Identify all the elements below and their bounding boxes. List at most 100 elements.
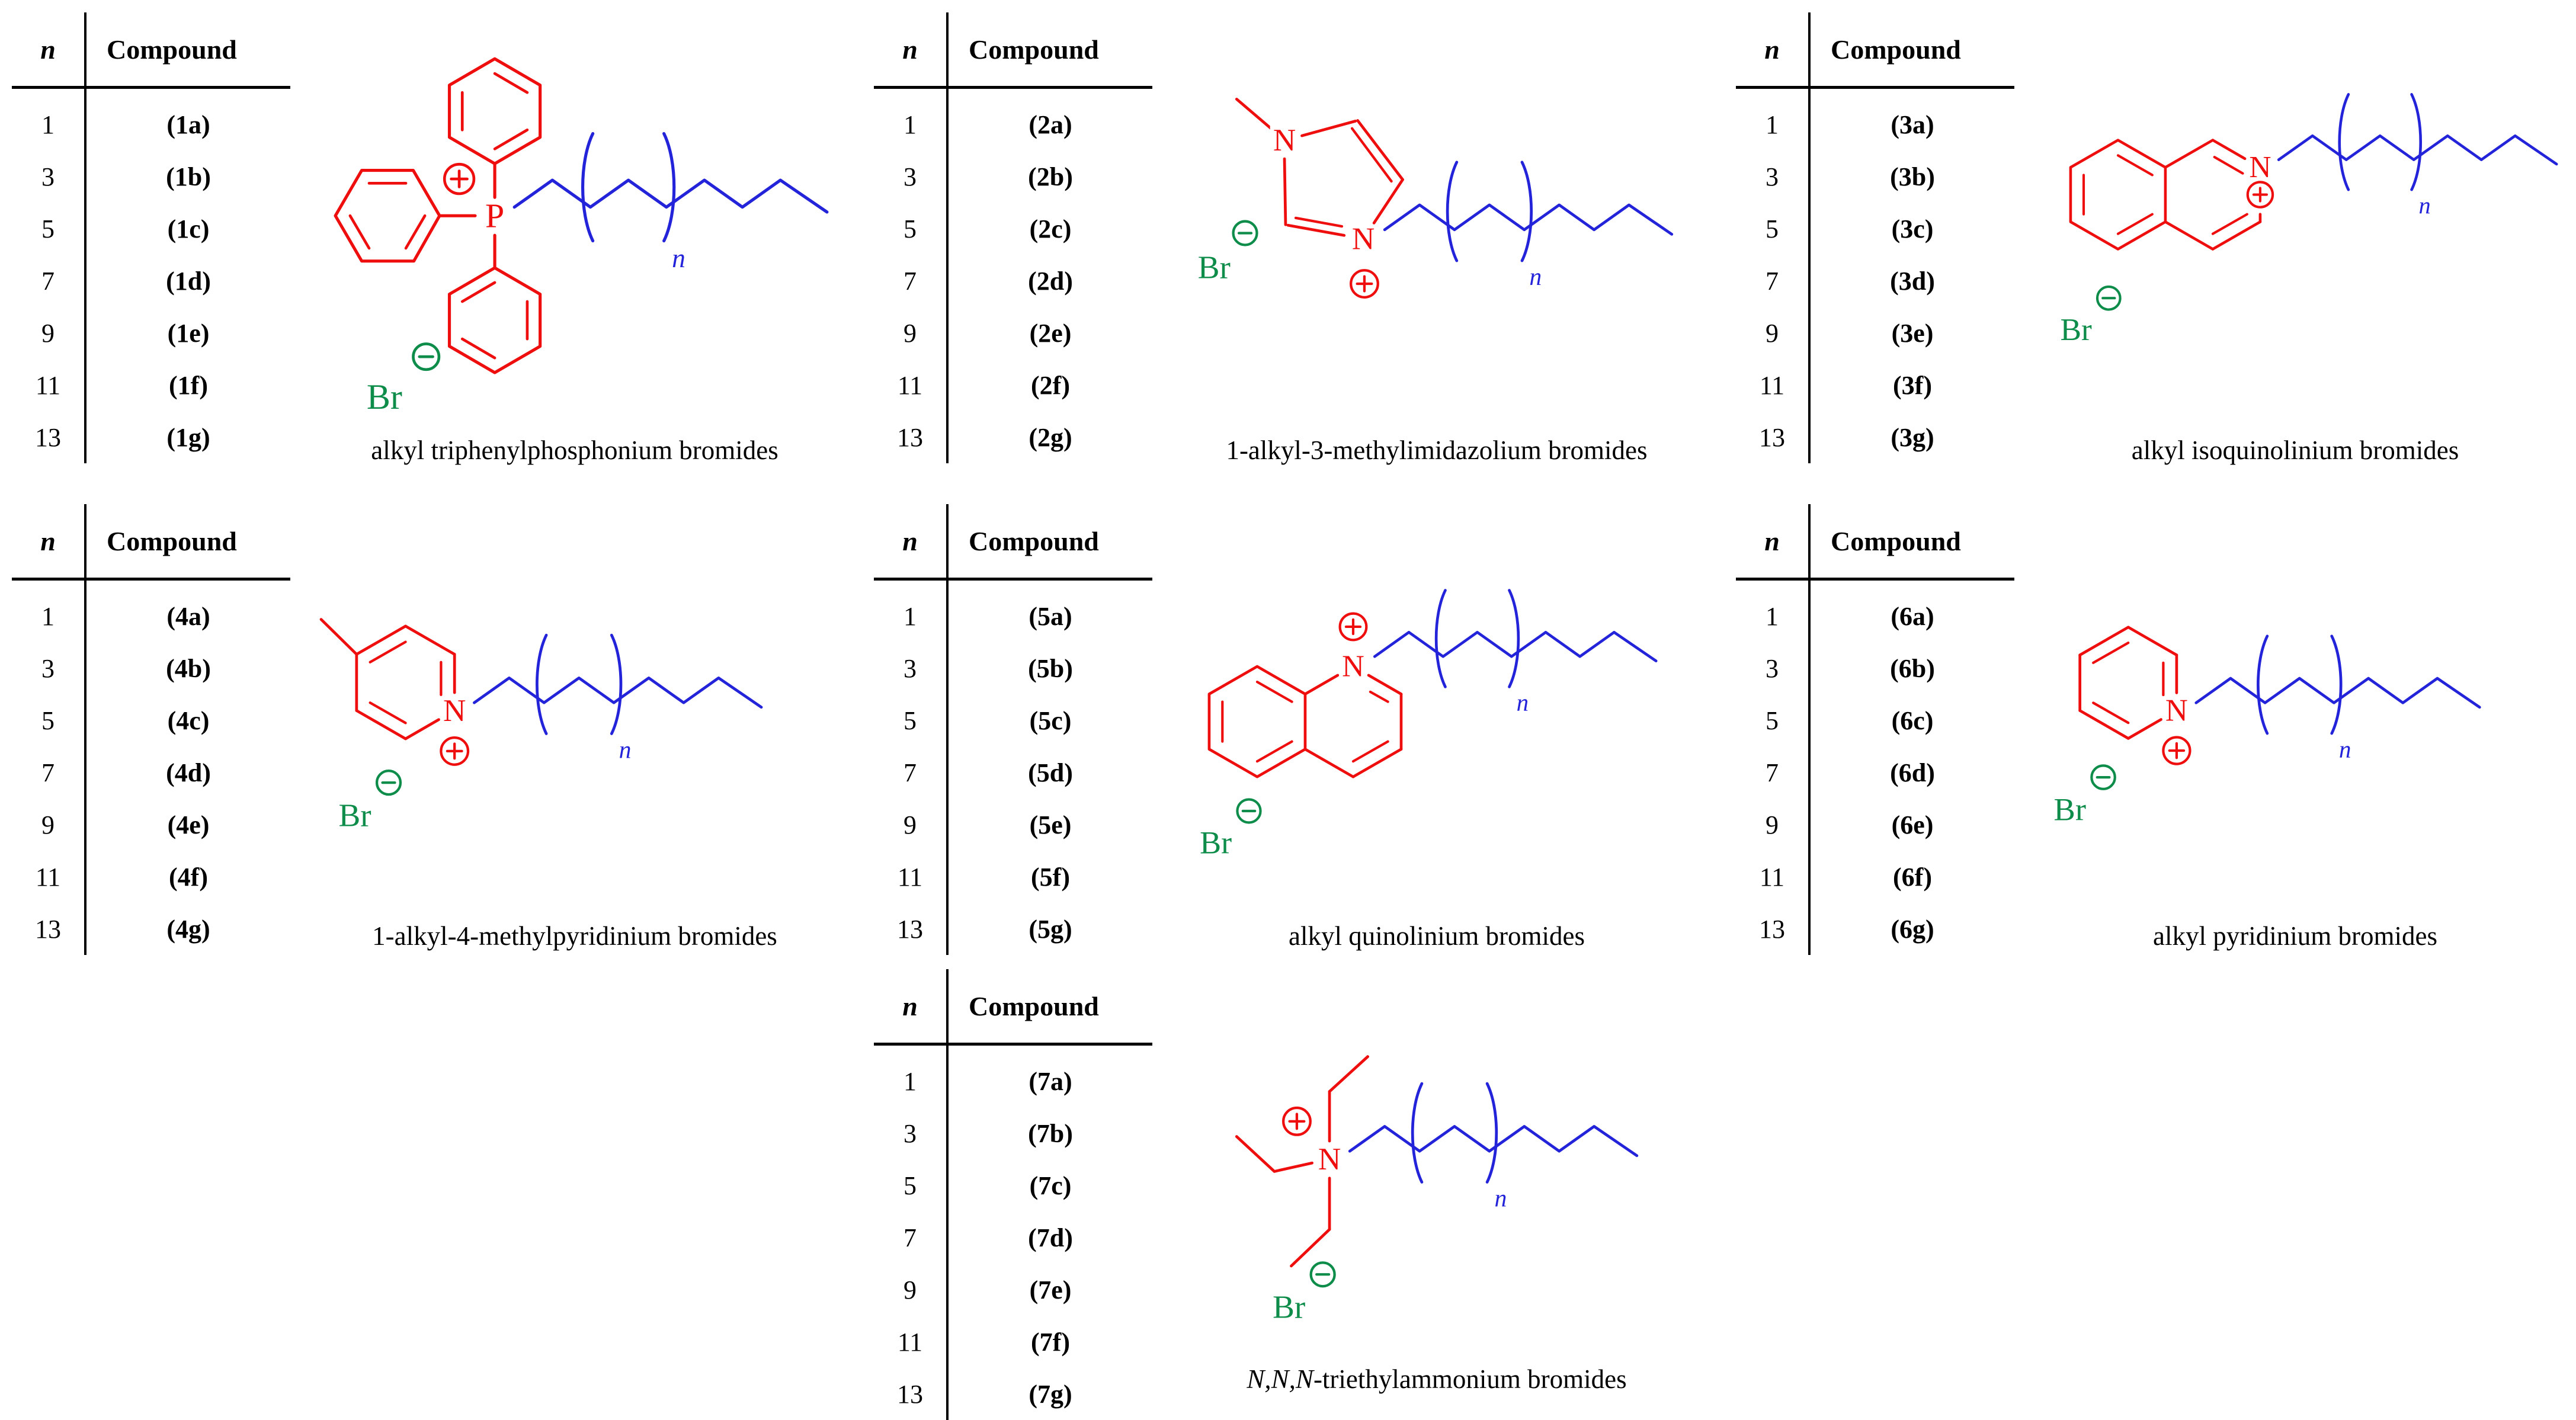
column-header-compound: Compound [1809,504,2014,579]
repeat-parenthesis-right [2332,636,2341,733]
negative-charge-icon [2097,287,2120,310]
table-row: 3(1b) [12,150,290,203]
table-row: 3(6b) [1736,642,2014,694]
repeat-parenthesis-right [612,635,621,733]
n-value-cell: 1 [1736,579,1809,643]
n-value-cell: 11 [12,359,85,411]
n-value-cell: 7 [874,746,947,799]
table-row: 13(6g) [1736,903,2014,955]
compound-cell: (4a) [85,579,290,643]
column-header-n: n [874,12,947,88]
compound-cell: (1d) [85,255,290,307]
nitrogen-label: N [1352,222,1374,257]
table-row: 3(7b) [874,1107,1152,1159]
n-value-cell: 13 [1736,411,1809,463]
n-value-cell: 9 [12,307,85,359]
n-value-cell: 3 [1736,642,1809,694]
n-value-cell: 5 [1736,203,1809,255]
compound-cell: (2g) [947,411,1152,463]
structure-drawing: N N n Br [1161,9,1712,435]
column-header-compound: Compound [947,969,1152,1044]
table-body: 1(1a) 3(1b) 5(1c) 7(1d) 9(1e) 11(1f) 13(… [12,88,290,464]
n-value-cell: 3 [874,1107,947,1159]
structure-drawing: N n Br [2023,501,2568,921]
bromide-label: Br [1273,1288,1305,1325]
table-row: 7(5d) [874,746,1152,799]
positive-charge-icon [2248,182,2273,207]
table-row: 9(2e) [874,307,1152,359]
n-value-cell: 9 [1736,799,1809,851]
positive-charge-icon [2164,738,2190,764]
table-row: 13(7g) [874,1368,1152,1420]
table-row: 3(4b) [12,642,290,694]
structure-caption: alkyl triphenylphosphonium bromides [371,435,778,474]
panel-triethylammonium: n Compound 1(7a) 3(7b) 5(7c) 7(7d) 9(7e)… [874,966,1721,1403]
structure-drawing: N n Br [1161,966,1712,1364]
compound-cell: (5e) [947,799,1152,851]
phenyl-ring [335,171,440,261]
positive-charge-icon [1340,614,1367,640]
caption-italic-part: N,N,N [1247,1364,1313,1394]
compound-cell: (6a) [1809,579,2014,643]
table-head: n Compound [874,504,1152,579]
n-value-cell: 9 [874,307,947,359]
header-row: n Compound [874,969,1152,1044]
structure-caption: alkyl quinolinium bromides [1289,921,1585,960]
compound-cell: (2e) [947,307,1152,359]
table-row: 1(7a) [874,1044,1152,1108]
n-value-cell: 11 [1736,359,1809,411]
column-header-n: n [874,504,947,579]
table-row: 9(1e) [12,307,290,359]
table-row: 11(3f) [1736,359,2014,411]
n-value-cell: 1 [874,88,947,151]
ethyl-bond [1292,1229,1330,1266]
nitrogen-label: N [1343,650,1365,684]
panel-isoquinolinium: n Compound 1(3a) 3(3b) 5(3c) 7(3d) 9(3e)… [1736,9,2576,474]
compound-cell: (7c) [947,1159,1152,1211]
table-body: 1(4a) 3(4b) 5(4c) 7(4d) 9(4e) 11(4f) 13(… [12,579,290,956]
repeat-parenthesis-right [2412,94,2421,190]
structure-drawing: N n Br [299,501,850,921]
n-value-cell: 9 [874,1264,947,1316]
n-value-cell: 13 [1736,903,1809,955]
table-row: 1(5a) [874,579,1152,643]
n-value-cell: 1 [12,579,85,643]
compound-cell: (3c) [1809,203,2014,255]
table-head: n Compound [12,504,290,579]
header-row: n Compound [12,504,290,579]
phenyl-ring [450,268,540,373]
table-body: 1(7a) 3(7b) 5(7c) 7(7d) 9(7e) 11(7f) 13(… [874,1044,1152,1420]
column-header-compound: Compound [947,504,1152,579]
compound-table-1: n Compound 1(1a) 3(1b) 5(1c) 7(1d) 9(1e)… [12,12,290,463]
table-row: 1(3a) [1736,88,2014,151]
ethyl-bond [1237,1136,1275,1171]
header-row: n Compound [874,504,1152,579]
compound-cell: (4g) [85,903,290,955]
table-body: 1(6a) 3(6b) 5(6c) 7(6d) 9(6e) 11(6f) 13(… [1736,579,2014,956]
bromide-label: Br [1198,249,1231,286]
n-value-cell: 13 [874,1368,947,1420]
compound-cell: (1g) [85,411,290,463]
n-value-cell: 11 [12,851,85,903]
bromide-label: Br [2054,791,2086,827]
structure-figure-isoquinolinium: N n Br alkyl isoquinolinium bromides [2014,9,2576,474]
compound-table-6: n Compound 1(6a) 3(6b) 5(6c) 7(6d) 9(6e)… [1736,504,2014,955]
compound-cell: (7e) [947,1264,1152,1316]
table-row: 5(7c) [874,1159,1152,1211]
compound-cell: (5f) [947,851,1152,903]
pyridinium-ring [1305,675,1401,777]
table-row: 5(4c) [12,694,290,746]
header-row: n Compound [1736,12,2014,88]
compound-cell: (3d) [1809,255,2014,307]
n-value-cell: 1 [874,579,947,643]
structure-caption: alkyl pyridinium bromides [2153,921,2437,960]
n-value-cell: 11 [1736,851,1809,903]
structure-figure-pyridinium: N n Br alkyl pyridinium bromides [2014,501,2576,960]
compound-cell: (7d) [947,1211,1152,1264]
chain-repeat-label: n [619,736,632,764]
compound-cell: (1f) [85,359,290,411]
table-row: 5(6c) [1736,694,2014,746]
chain-repeat-label: n [672,243,686,273]
phenyl-ring [450,59,540,164]
column-header-n: n [874,969,947,1044]
